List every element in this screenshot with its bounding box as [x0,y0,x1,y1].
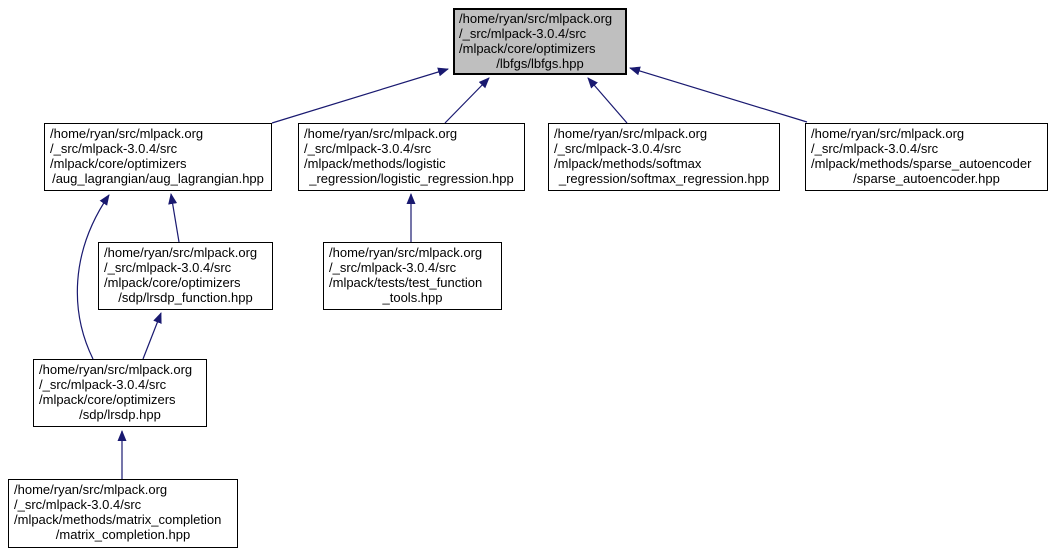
node-label-line: /_src/mlpack-3.0.4/src [39,377,167,392]
node-label-line: /mlpack/core/optimizers [50,156,187,171]
node-label-line: /home/ryan/src/mlpack.org [329,245,483,260]
node-label-line: /home/ryan/src/mlpack.org [14,482,168,497]
node-label-line: /sdp/lrsdp.hpp [79,407,161,422]
edge-aug_lagrangian-to-lbfgs [271,67,449,124]
node-label-line: /_src/mlpack-3.0.4/src [104,260,232,275]
node-label-line: /_src/mlpack-3.0.4/src [459,26,587,41]
node-label-line: /home/ryan/src/mlpack.org [304,126,458,141]
node-logistic_regression-hpp[interactable]: /home/ryan/src/mlpack.org /_src/mlpack-3… [298,123,525,191]
node-sparse_autoencoder-hpp[interactable]: /home/ryan/src/mlpack.org /_src/mlpack-3… [805,123,1048,191]
node-label-line: /_src/mlpack-3.0.4/src [329,260,457,275]
node-aug_lagrangian-hpp[interactable]: /home/ryan/src/mlpack.org /_src/mlpack-3… [44,123,272,191]
node-softmax_regression-hpp[interactable]: /home/ryan/src/mlpack.org /_src/mlpack-3… [548,123,780,191]
node-label-line: /home/ryan/src/mlpack.org [50,126,204,141]
node-label-line: /mlpack/core/optimizers [39,392,176,407]
node-label-line: /home/ryan/src/mlpack.org [554,126,708,141]
node-test_function_tools-hpp[interactable]: /home/ryan/src/mlpack.org /_src/mlpack-3… [323,242,502,310]
node-label-line: /mlpack/methods/softmax [554,156,702,171]
node-label-line: /mlpack/core/optimizers [459,41,596,56]
node-matrix_completion-hpp[interactable]: /home/ryan/src/mlpack.org /_src/mlpack-3… [8,479,238,548]
node-label-line: /mlpack/methods/matrix_completion [14,512,222,527]
edge-lrsdp_function-to-aug_lagrangian [168,193,180,243]
node-label-line: _tools.hpp [382,290,443,305]
node-label-line: /home/ryan/src/mlpack.org [459,11,613,26]
edge-sparse_autoencoder-to-lbfgs [629,66,808,123]
node-label-line: /mlpack/core/optimizers [104,275,241,290]
node-lbfgs-hpp[interactable]: /home/ryan/src/mlpack.org /_src/mlpack-3… [453,8,627,75]
node-label-line: /_src/mlpack-3.0.4/src [304,141,432,156]
node-label-line: /home/ryan/src/mlpack.org [811,126,965,141]
node-label-line: _regression/softmax_regression.hpp [558,171,770,186]
node-label-line: /matrix_completion.hpp [55,527,191,542]
edge-lrsdp-to-aug_lagrangian [76,194,110,360]
node-label-line: /_src/mlpack-3.0.4/src [14,497,142,512]
node-label-line: /mlpack/methods/sparse_autoencoder [811,156,1032,171]
node-label-line: _regression/logistic_regression.hpp [309,171,514,186]
node-label-line: /mlpack/tests/test_function [329,275,483,290]
node-lrsdp_function-hpp[interactable]: /home/ryan/src/mlpack.org /_src/mlpack-3… [98,242,273,310]
node-label-line: /sparse_autoencoder.hpp [853,171,1000,186]
node-label-line: /_src/mlpack-3.0.4/src [811,141,939,156]
edge-softmax_regression-to-lbfgs [587,77,628,124]
node-label-line: /lbfgs/lbfgs.hpp [496,56,584,71]
node-label-line: /mlpack/methods/logistic [304,156,446,171]
node-label-line: /home/ryan/src/mlpack.org [39,362,193,377]
edge-logistic_regression-to-lbfgs [444,77,490,124]
node-label-line: /_src/mlpack-3.0.4/src [50,141,178,156]
node-label-line: /_src/mlpack-3.0.4/src [554,141,682,156]
node-label-line: /home/ryan/src/mlpack.org [104,245,258,260]
node-label-line: /aug_lagrangian/aug_lagrangian.hpp [52,171,264,186]
node-lrsdp-hpp[interactable]: /home/ryan/src/mlpack.org /_src/mlpack-3… [33,359,207,427]
node-label-line: /sdp/lrsdp_function.hpp [118,290,253,305]
edge-lrsdp-to-lrsdp_function [142,312,162,360]
